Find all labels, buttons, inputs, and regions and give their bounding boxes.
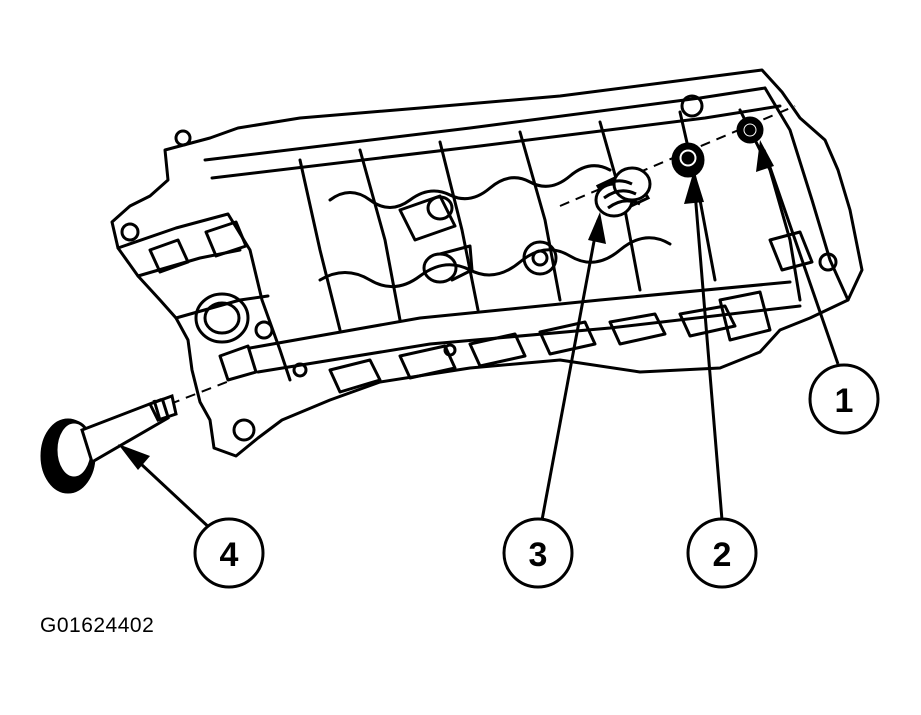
part-valve [40, 394, 178, 494]
cylinder-head [110, 68, 864, 458]
callout-circle-3 [502, 517, 574, 589]
leader-arrows [124, 149, 840, 534]
callout-circle-4 [193, 517, 265, 589]
part-valve-seal [671, 142, 705, 178]
callout-label-3: 3 [529, 536, 548, 574]
callout-circle-1 [808, 363, 880, 435]
part-valve-retainer [736, 116, 764, 144]
callout-4: 4 [193, 517, 265, 589]
part-valve-spring [594, 166, 652, 218]
callout-label-4: 4 [220, 536, 239, 574]
figure-id: G01624402 [40, 614, 155, 637]
arrowheads [118, 140, 774, 470]
callout-3: 3 [502, 517, 574, 589]
callout-2: 2 [686, 517, 758, 589]
callout-circle-2 [686, 517, 758, 589]
callout-1: 1 [808, 363, 880, 435]
callout-label-2: 2 [713, 536, 732, 574]
callout-label-1: 1 [835, 382, 854, 420]
